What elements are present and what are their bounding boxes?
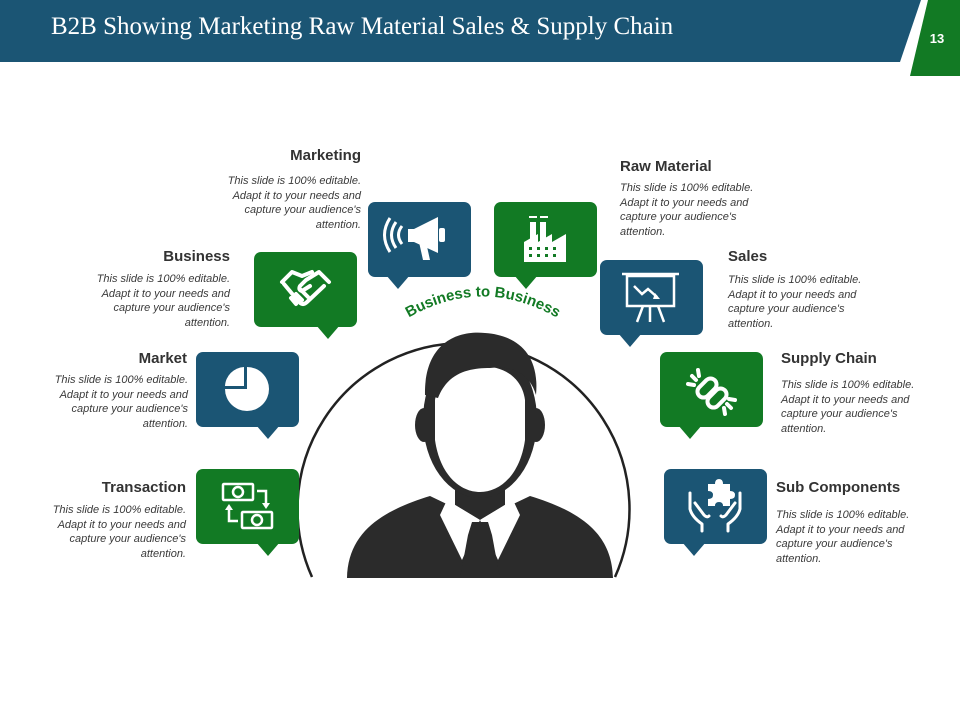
raw-material-title: Raw Material [620,158,712,175]
supply-chain-title: Supply Chain [781,350,877,367]
arc-label: Business to Business [403,283,564,321]
sales-bubble [600,260,703,347]
header-background [0,0,960,76]
business-description: This slide is 100% editable. Adapt it to… [96,273,230,329]
sub-components-bubble [664,469,767,556]
raw-material-bubble [494,202,597,289]
presentation-board-icon [622,272,679,323]
hands-puzzle-icon [688,479,742,533]
bubble-tail [256,425,280,439]
sales-title: Sales [728,248,768,265]
header-bar: B2B Showing Marketing Raw Material Sales… [0,0,960,76]
bubble-tail [682,542,706,556]
handshake-icon [280,270,331,306]
megaphone-icon [383,217,445,260]
money-exchange-icon [221,482,274,530]
chain-link-icon [686,368,737,416]
business-bubble [254,252,357,339]
transaction-bubble [196,469,299,556]
marketing-description: This slide is 100% editable. Adapt it to… [227,175,361,231]
bubble-tail [514,275,538,289]
supply-chain-bubble [660,352,763,439]
market-title: Market [138,350,187,367]
marketing-title: Marketing [290,147,361,164]
sub-components-description: This slide is 100% editable. Adapt it to… [776,509,910,565]
supply-chain-description: This slide is 100% editable. Adapt it to… [781,379,915,435]
bubble-tail [386,275,410,289]
slide-title: B2B Showing Marketing Raw Material Sales… [51,13,674,40]
sales-description: This slide is 100% editable. Adapt it to… [728,274,862,330]
businessman-icon [347,332,613,578]
market-description: This slide is 100% editable. Adapt it to… [54,374,188,430]
bubble-tail [256,542,280,556]
bubble-tail [618,333,642,347]
factory-icon [524,216,566,262]
bubble-tail [316,325,340,339]
pie-chart-icon [225,367,269,411]
transaction-description: This slide is 100% editable. Adapt it to… [52,504,186,560]
raw-material-description: This slide is 100% editable. Adapt it to… [620,182,754,238]
bubble-tail [678,425,702,439]
marketing-bubble [368,202,471,289]
sub-components-title: Sub Components [776,479,901,496]
business-title: Business [163,248,230,265]
transaction-title: Transaction [101,479,186,496]
market-bubble [196,352,299,439]
page-number: 13 [929,31,945,46]
